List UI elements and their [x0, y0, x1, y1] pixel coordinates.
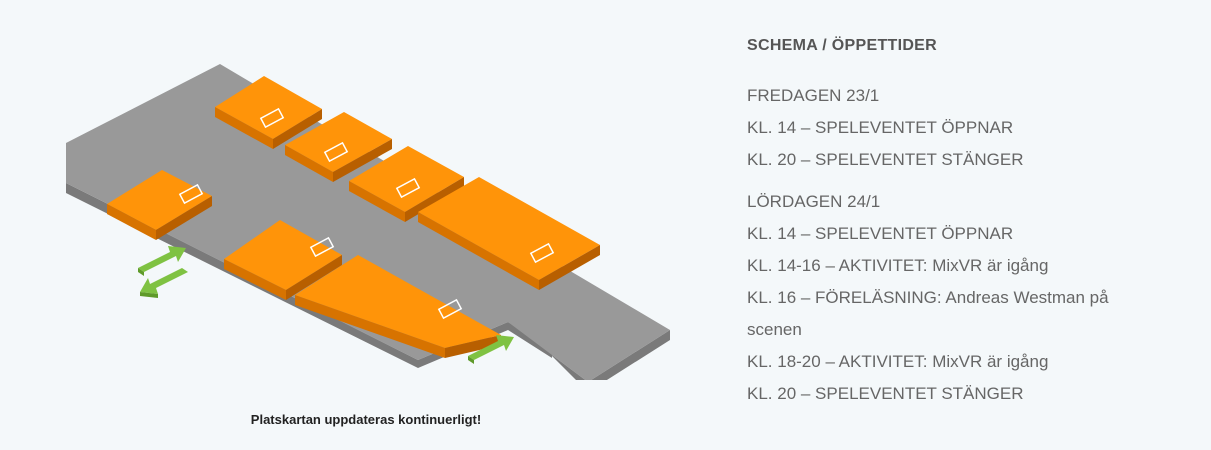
booth-6[interactable] [224, 220, 342, 300]
booth-label-icon [178, 183, 204, 205]
booth-label-icon [395, 177, 421, 199]
schedule-line: scenen [747, 320, 802, 339]
booth-label-icon [529, 242, 555, 264]
schedule-panel: SCHEMA / ÖPPETTIDER FREDAGEN 23/1 KL. 14… [747, 34, 1187, 420]
booth-label-icon [437, 298, 463, 320]
booths [107, 76, 600, 358]
floor [66, 64, 670, 380]
schedule-line: KL. 16 – FÖRELÄSNING: Andreas Westman på [747, 288, 1109, 307]
schedule-line: KL. 14 – SPELEVENTET ÖPPNAR [747, 118, 1014, 137]
entry-arrow-icon [468, 335, 514, 364]
schedule-title: SCHEMA / ÖPPETTIDER [747, 37, 938, 54]
booth-label-icon [259, 107, 285, 129]
schedule-line: KL. 14 – SPELEVENTET ÖPPNAR [747, 224, 1014, 243]
day-saturday: LÖRDAGEN 24/1 KL. 14 – SPELEVENTET ÖPPNA… [747, 186, 1187, 410]
booth-1[interactable] [215, 76, 322, 149]
day-heading: FREDAGEN 23/1 [747, 86, 880, 105]
day-friday: FREDAGEN 23/1 KL. 14 – SPELEVENTET ÖPPNA… [747, 80, 1187, 176]
double-arrow-icon [138, 246, 188, 298]
booth-2[interactable] [285, 112, 392, 182]
booth-3[interactable] [349, 146, 464, 222]
floor-side-right [548, 330, 670, 380]
map-caption: Platskartan uppdateras kontinuerligt! [250, 412, 482, 427]
floor-map-panel: Platskartan uppdateras kontinuerligt! [40, 40, 680, 440]
schedule-line: KL. 20 – SPELEVENTET STÄNGER [747, 150, 1024, 169]
schedule-line: KL. 18-20 – AKTIVITET: MixVR är igång [747, 352, 1049, 371]
booth-5[interactable] [107, 170, 212, 240]
schedule-line: KL. 20 – SPELEVENTET STÄNGER [747, 384, 1024, 403]
schedule-line: KL. 14-16 – AKTIVITET: MixVR är igång [747, 256, 1049, 275]
booth-label-icon [323, 141, 349, 163]
booth-7[interactable] [295, 255, 501, 358]
booth-label-icon [309, 236, 335, 258]
booth-4[interactable] [418, 177, 600, 290]
day-heading: LÖRDAGEN 24/1 [747, 192, 881, 211]
floor-map [66, 64, 670, 380]
